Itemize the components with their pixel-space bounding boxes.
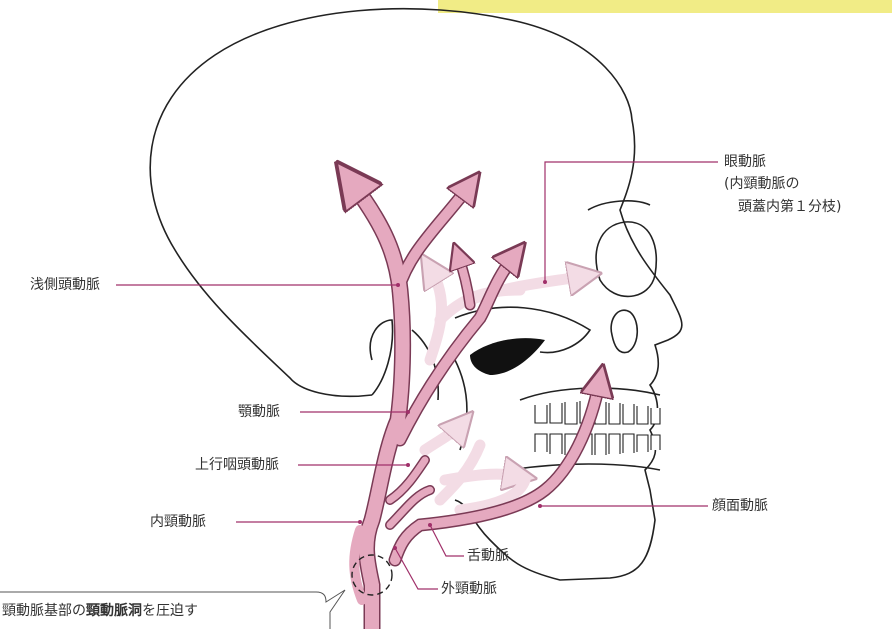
note-suffix: を圧迫す — [142, 603, 198, 619]
orbit-rim — [588, 201, 650, 210]
label-ophthalmic-note-2: 頭蓋内第１分枝) — [738, 198, 841, 216]
label-lingual-artery: 舌動脈 — [467, 547, 509, 565]
note-bold: 頸動脈洞 — [86, 603, 142, 619]
note-prefix: 頸動脈基部の — [2, 603, 86, 619]
label-facial-artery: 顔面動脈 — [712, 497, 768, 515]
nasal-cavity — [611, 310, 637, 352]
label-maxillary-artery: 顎動脈 — [238, 403, 280, 421]
jaw-ramus — [455, 360, 467, 450]
label-ophthalmic-artery: 眼動脈 — [724, 153, 766, 171]
carotid-sinus-note: 頸動脈基部の頸動脈洞を圧迫す — [2, 602, 198, 620]
label-ascending-pharyngeal-artery: 上行咽頭動脈 — [195, 456, 279, 474]
label-internal-carotid-artery: 内頸動脈 — [150, 513, 206, 531]
label-ophthalmic-note-1: (内頸動脈の — [724, 175, 799, 193]
label-superficial-temporal-artery: 浅側頭動脈 — [30, 276, 100, 294]
eye-socket — [596, 222, 656, 297]
shadow-region — [470, 338, 545, 375]
label-external-carotid-artery: 外頸動脈 — [441, 580, 497, 598]
occipital — [370, 320, 392, 395]
lower-jaw — [510, 464, 660, 470]
